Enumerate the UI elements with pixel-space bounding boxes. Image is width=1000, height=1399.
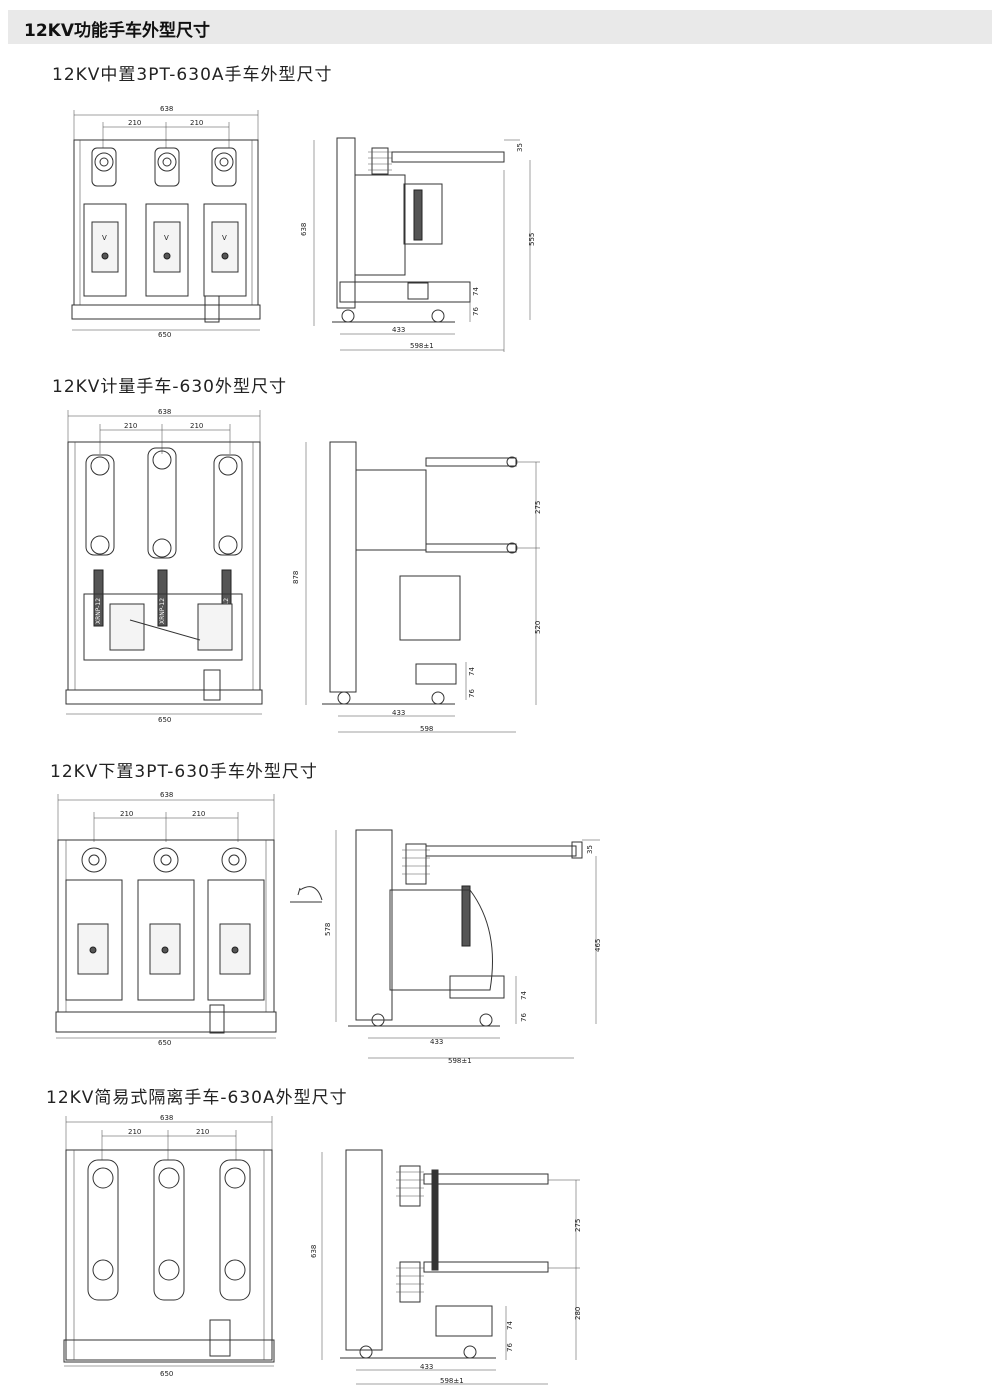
section-title-lower-3pt: 12KV下置3PT-630手车外型尺寸 — [50, 762, 318, 782]
section-title-metering: 12KV计量手车-630外型尺寸 — [52, 377, 287, 397]
dim-side-mid: 520 — [534, 621, 542, 634]
front-view-metering: 638 210 210 XRNP-12 XRNP-12 XRNP-12 650 — [65, 408, 263, 724]
section-title-isolation: 12KV简易式隔离手车-630A外型尺寸 — [46, 1088, 348, 1108]
dim-side-depth: 433 — [392, 709, 405, 717]
dim-side-height: 638 — [310, 1245, 318, 1258]
dim-side-total: 598±1 — [440, 1377, 464, 1385]
dim-phase-pitch-1: 210 — [124, 422, 137, 430]
dim-side-height: 578 — [324, 923, 332, 936]
dim-phase-pitch-2: 210 — [190, 119, 203, 127]
side-view-isolation: 638 275 280 74 76 433 598±1 — [310, 1149, 582, 1385]
dim-side-low1: 74 — [468, 667, 476, 676]
dim-side-height: 878 — [292, 571, 300, 584]
page-title: 12KV功能手车外型尺寸 — [24, 21, 210, 41]
dim-side-mid: 465 — [594, 939, 602, 952]
dim-base-width: 650 — [160, 1370, 173, 1378]
dim-side-mid: 555 — [528, 233, 536, 246]
front-view-isolation: 638 210 210 650 — [63, 1114, 275, 1378]
dim-phase-pitch-2: 210 — [192, 810, 205, 818]
side-view-mid-3pt: 638 35 74 76 555 433 598±1 — [300, 137, 536, 352]
dim-side-height: 638 — [300, 223, 308, 236]
front-view-mid-3pt: 638 210 210 V V — [71, 105, 261, 339]
dim-phase-pitch-1: 210 — [120, 810, 133, 818]
dim-side-top: 275 — [534, 501, 542, 514]
dim-phase-pitch-2: 210 — [190, 422, 203, 430]
dim-base-width: 650 — [158, 331, 171, 339]
dim-side-low1: 74 — [520, 991, 528, 1000]
dim-side-top: 35 — [516, 143, 524, 152]
fuse-label-a: XRNP-12 — [95, 598, 102, 624]
dim-side-total: 598±1 — [448, 1057, 472, 1065]
dim-side-total: 598 — [420, 725, 433, 733]
dim-overall-width: 638 — [160, 791, 173, 799]
dim-side-top: 275 — [574, 1219, 582, 1232]
dim-side-depth: 433 — [392, 326, 405, 334]
svg-text:V: V — [222, 234, 227, 242]
dim-overall-width: 638 — [160, 1114, 173, 1122]
fuse-label-b: XRNP-12 — [159, 598, 166, 624]
dim-side-low2: 76 — [520, 1013, 528, 1022]
dim-side-low1: 74 — [472, 287, 480, 296]
dim-side-mid: 280 — [574, 1307, 582, 1320]
dim-side-low1: 74 — [506, 1321, 514, 1330]
dim-overall-width: 638 — [160, 105, 173, 113]
dim-phase-pitch-1: 210 — [128, 1128, 141, 1136]
dim-side-depth: 433 — [420, 1363, 433, 1371]
dim-phase-pitch-1: 210 — [128, 119, 141, 127]
dim-side-top: 35 — [586, 845, 594, 854]
header-bar — [8, 10, 992, 44]
section-title-mid-3pt: 12KV中置3PT-630A手车外型尺寸 — [52, 65, 333, 85]
dim-base-width: 650 — [158, 1039, 171, 1047]
dim-side-depth: 433 — [430, 1038, 443, 1046]
dim-base-width: 650 — [158, 716, 171, 724]
dim-side-total: 598±1 — [410, 342, 434, 350]
dim-side-low2: 76 — [472, 307, 480, 316]
dim-overall-width: 638 — [158, 408, 171, 416]
dim-side-low2: 76 — [506, 1343, 514, 1352]
svg-text:V: V — [102, 234, 107, 242]
front-view-lower-3pt: 638 210 210 650 — [55, 791, 277, 1047]
side-view-lower-3pt: 578 35 74 76 465 433 598±1 — [290, 829, 602, 1065]
svg-text:V: V — [164, 234, 169, 242]
dim-side-low2: 76 — [468, 689, 476, 698]
dim-phase-pitch-2: 210 — [196, 1128, 209, 1136]
side-view-metering: 878 275 520 74 76 433 598 — [292, 441, 542, 733]
